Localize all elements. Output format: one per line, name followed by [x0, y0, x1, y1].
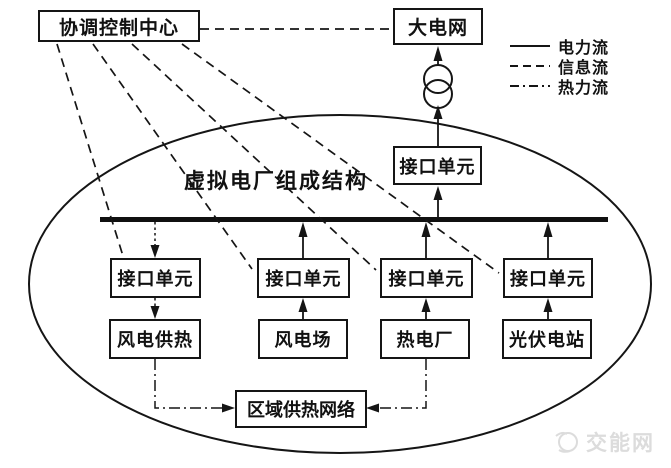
legend-label-info-flow: 信息流 [558, 60, 610, 77]
column1-down-flow-lines [150, 222, 160, 319]
watermark-logo-icon [555, 431, 578, 453]
legend: 电力流 信息流 热力流 [508, 36, 610, 97]
node-main-grid: 大电网 [393, 8, 483, 45]
watermark-text: 交能网 [586, 432, 655, 455]
legend-label-power-flow: 电力流 [558, 40, 610, 57]
legend-row-heat-flow: 热力流 [508, 76, 610, 97]
watermark: 交能网 [553, 427, 655, 457]
vpp-boundary-ellipse [28, 114, 652, 454]
diagram-title: 虚拟电厂组成结构 [184, 170, 368, 193]
node-interface-unit-2: 接口单元 [257, 258, 350, 298]
info-line-to-interface-4 [181, 43, 500, 274]
legend-label-heat-flow: 热力流 [558, 80, 610, 97]
node-wind-farm: 风电场 [258, 319, 348, 359]
node-interface-unit-1: 接口单元 [110, 258, 201, 298]
info-line-to-interface-2 [92, 43, 253, 270]
node-interface-unit-top: 接口单元 [393, 146, 482, 185]
node-thermal-plant: 热电厂 [380, 319, 470, 359]
dash-dot-line-icon [510, 85, 550, 87]
info-line-to-interface-3 [131, 43, 377, 271]
node-district-heating-network: 区域供热网络 [235, 390, 367, 428]
node-wind-heating: 风电供热 [109, 319, 201, 359]
dashed-line-icon [510, 65, 550, 67]
node-control-center: 协调控制中心 [38, 10, 200, 42]
power-flow-lines [298, 46, 553, 320]
legend-row-info-flow: 信息流 [508, 56, 610, 77]
node-interface-unit-3: 接口单元 [380, 258, 473, 298]
transformer-icon [423, 64, 453, 109]
heat-flow-lines [154, 359, 427, 413]
info-line-to-interface-1 [56, 43, 124, 257]
solid-line-icon [510, 45, 550, 47]
node-pv-station: 光伏电站 [502, 319, 592, 359]
legend-row-power-flow: 电力流 [508, 36, 610, 57]
info-flow-lines [56, 28, 500, 274]
node-interface-unit-4: 接口单元 [503, 258, 593, 298]
